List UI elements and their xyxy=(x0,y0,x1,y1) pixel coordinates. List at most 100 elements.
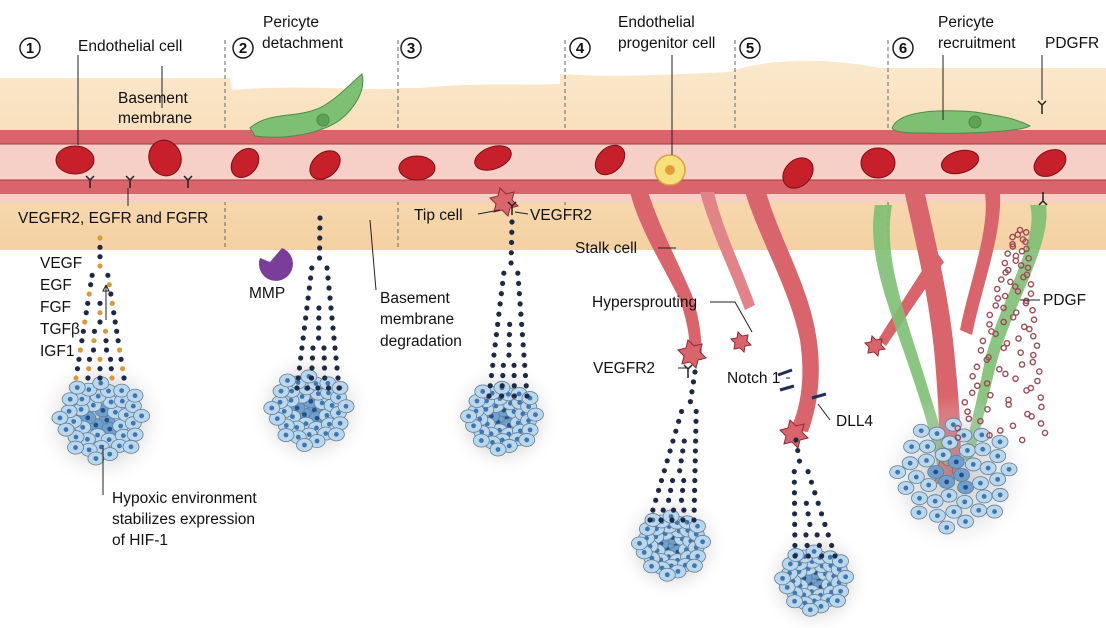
signal-molecule-dot xyxy=(329,315,334,320)
signal-molecule-dot xyxy=(310,355,315,360)
signal-molecule-dot xyxy=(524,383,529,388)
label-basement-membrane-line-1: Basement xyxy=(118,90,188,107)
signal-molecule-dot xyxy=(826,532,831,537)
tumour-cell-nucleus xyxy=(828,555,833,560)
signal-molecule-dot xyxy=(512,383,517,388)
signal-molecule-dot xyxy=(512,393,517,398)
tumour-cell-nucleus xyxy=(971,462,976,467)
tumour-cell-nucleus xyxy=(294,425,299,430)
signal-molecule-dot xyxy=(305,385,310,390)
tumour-cell-nucleus xyxy=(289,398,294,403)
signal-molecule-dot xyxy=(73,375,78,380)
tumour-cell-nucleus xyxy=(524,438,529,443)
signal-molecule-dot xyxy=(682,438,687,443)
pdgf-dot xyxy=(1008,279,1013,284)
tumour-cell-nucleus xyxy=(87,447,92,452)
pdgf-dot xyxy=(1030,308,1035,313)
signal-molecule-dot xyxy=(506,352,511,357)
signal-molecule-dot xyxy=(91,338,96,343)
signal-molecule-dot xyxy=(508,260,513,265)
signal-molecule-dot xyxy=(500,373,505,378)
tumour-cell-nucleus xyxy=(85,437,90,442)
tumour-cell-nucleus xyxy=(133,393,138,398)
tumour-cell-nucleus xyxy=(93,423,98,428)
tumour-cell-nucleus xyxy=(919,428,924,433)
pdgf-dot xyxy=(997,367,1002,372)
tumour-cell-nucleus xyxy=(475,399,480,404)
signal-molecule-dot xyxy=(109,375,114,380)
signal-molecule-dot xyxy=(317,255,322,260)
tip-cell xyxy=(780,420,808,448)
tumour-cell-nucleus xyxy=(951,422,956,427)
signal-molecule-dot xyxy=(330,325,335,330)
signal-molecule-dot xyxy=(121,375,126,380)
signal-molecule-dot xyxy=(97,319,102,324)
signal-molecule-dot xyxy=(90,273,95,278)
tumour-cell-nucleus xyxy=(935,513,940,518)
signal-molecule-dot xyxy=(86,366,91,371)
signal-molecule-dot xyxy=(108,357,113,362)
pdgf-dot xyxy=(980,338,985,343)
step-2-number: 2 xyxy=(239,40,247,57)
pdgf-dot xyxy=(1013,376,1018,381)
pdgf-dot xyxy=(1001,345,1006,350)
signal-molecule-dot xyxy=(670,438,675,443)
tumour-cell-nucleus xyxy=(94,456,99,461)
signal-molecule-dot xyxy=(691,517,696,522)
label-growth-factor-fgf: FGF xyxy=(40,299,71,316)
tumour-cell-nucleus xyxy=(954,459,959,464)
label-bm-degradation-line-1: Basement xyxy=(380,290,450,307)
tumour-cell-nucleus xyxy=(962,499,967,504)
signal-molecule-dot xyxy=(792,480,797,485)
label-growth-factor-vegf: VEGF xyxy=(40,255,82,272)
signal-molecule-dot xyxy=(114,329,119,334)
signal-molecule-dot xyxy=(326,285,331,290)
signal-molecule-dot xyxy=(819,511,824,516)
signal-molecule-dot xyxy=(793,437,798,442)
tumour-cell-nucleus xyxy=(838,589,843,594)
signal-molecule-dot xyxy=(524,393,529,398)
signal-molecule-dot xyxy=(656,488,661,493)
pdgf-dot xyxy=(1037,369,1042,374)
tumour-cell-nucleus xyxy=(676,569,681,574)
tumour-cell-nucleus xyxy=(692,563,697,568)
signal-molecule-dot xyxy=(692,369,697,374)
signal-molecule-dot xyxy=(307,285,312,290)
tumour-cell-nucleus xyxy=(275,416,280,421)
signal-molecule-dot xyxy=(792,501,797,506)
signal-molecule-dot xyxy=(832,553,837,558)
signal-molecule-dot xyxy=(803,532,808,537)
tumour-cell-nucleus xyxy=(71,419,76,424)
tumour-cell-nucleus xyxy=(695,554,700,559)
tumour-cell-nucleus xyxy=(480,389,485,394)
signal-molecule-dot xyxy=(507,342,512,347)
tumour-cell-nucleus xyxy=(117,443,122,448)
pdgf-dot xyxy=(1028,282,1033,287)
step-3-number: 3 xyxy=(407,40,415,57)
tumour-cell-nucleus xyxy=(835,598,840,603)
pdgf-dot xyxy=(1028,291,1033,296)
label-mmp: MMP xyxy=(249,285,285,302)
tumour-cell-nucleus xyxy=(118,424,123,429)
pdgf-dot xyxy=(987,312,992,317)
tumour-cell-nucleus xyxy=(963,519,968,524)
signal-molecule-dot xyxy=(792,511,797,516)
pdgf-dot xyxy=(974,364,979,369)
signal-molecule-dot xyxy=(806,553,811,558)
tumour-cell-nucleus xyxy=(951,509,956,514)
tumour-cell-nucleus xyxy=(284,433,289,438)
signal-molecule-dot xyxy=(669,517,674,522)
tumour-cell-nucleus xyxy=(528,428,533,433)
signal-molecule-dot xyxy=(498,301,503,306)
signal-molecule-dot xyxy=(792,490,797,495)
signal-molecule-dot xyxy=(92,329,97,334)
signal-molecule-dot xyxy=(681,508,686,513)
tumour-cell-nucleus xyxy=(336,411,341,416)
signal-molecule-dot xyxy=(97,254,102,259)
label-vegfr2-tip: VEGFR2 xyxy=(530,207,592,224)
tumour-cell-nucleus xyxy=(269,406,274,411)
tumour-cell-nucleus xyxy=(129,444,134,449)
signal-molecule-dot xyxy=(109,366,114,371)
signal-molecule-dot xyxy=(805,543,810,548)
signal-molecule-dot xyxy=(523,373,528,378)
